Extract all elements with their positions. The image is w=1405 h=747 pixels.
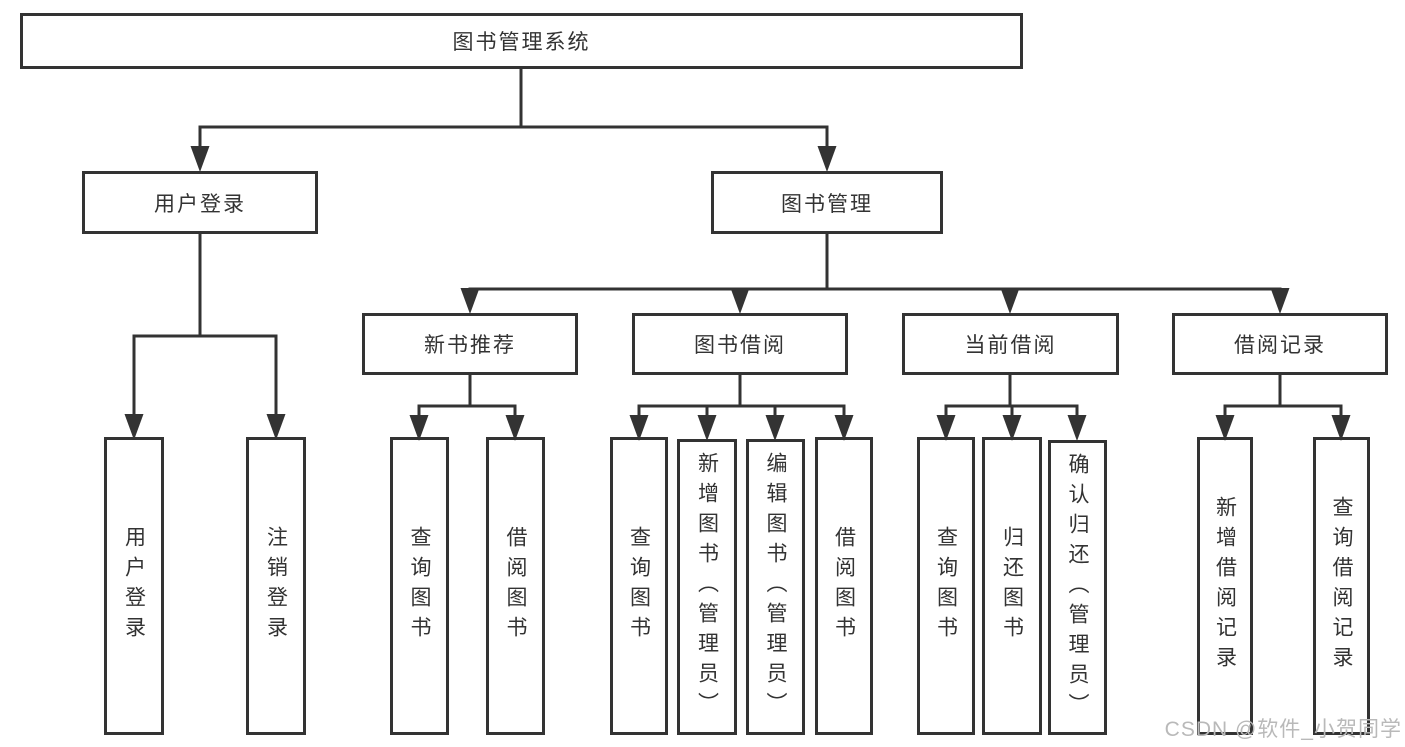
leaf-label: 归还图书 bbox=[1000, 526, 1024, 646]
leaf-query-books-3: 查询图书 bbox=[917, 437, 975, 735]
leaf-query-books-2: 查询图书 bbox=[610, 437, 668, 735]
leaf-logout: 注销登录 bbox=[246, 437, 306, 735]
leaf-add-books-admin: 新增图书（管理员） bbox=[677, 439, 737, 735]
node-label: 用户登录 bbox=[154, 192, 246, 216]
node-book-borrowing: 图书借阅 bbox=[632, 313, 848, 375]
node-book-management: 图书管理 bbox=[711, 171, 943, 234]
leaf-borrow-books-1: 借阅图书 bbox=[486, 437, 545, 735]
node-borrowing-records: 借阅记录 bbox=[1172, 313, 1388, 375]
leaf-label: 借阅图书 bbox=[504, 526, 528, 646]
leaf-label: 查询图书 bbox=[627, 526, 651, 646]
leaf-label: 新增图书（管理员） bbox=[695, 452, 719, 722]
leaf-query-books-1: 查询图书 bbox=[390, 437, 449, 735]
leaf-label: 注销登录 bbox=[264, 526, 288, 646]
leaf-label: 确认归还（管理员） bbox=[1066, 452, 1090, 723]
leaf-label: 查询图书 bbox=[934, 526, 958, 646]
leaf-label: 查询图书 bbox=[408, 526, 432, 646]
leaf-edit-books-admin: 编辑图书（管理员） bbox=[746, 439, 805, 735]
leaf-label: 用户登录 bbox=[122, 526, 146, 646]
leaf-user-login: 用户登录 bbox=[104, 437, 164, 735]
node-label: 图书管理 bbox=[781, 192, 873, 216]
leaf-label: 编辑图书（管理员） bbox=[764, 452, 788, 722]
node-new-book-recommendation: 新书推荐 bbox=[362, 313, 578, 375]
watermark-text: CSDN @软件_小贺同学 bbox=[1164, 718, 1402, 741]
leaf-query-borrow-record: 查询借阅记录 bbox=[1313, 437, 1370, 735]
leaf-borrow-books-2: 借阅图书 bbox=[815, 437, 873, 735]
node-current-borrowing: 当前借阅 bbox=[902, 313, 1119, 375]
node-library-management-system: 图书管理系统 bbox=[20, 13, 1023, 69]
leaf-label: 借阅图书 bbox=[832, 526, 856, 646]
leaf-label: 新增借阅记录 bbox=[1213, 496, 1237, 676]
leaf-confirm-return-admin: 确认归还（管理员） bbox=[1048, 440, 1107, 735]
leaf-label: 查询借阅记录 bbox=[1330, 496, 1354, 676]
node-label: 图书管理系统 bbox=[452, 31, 591, 54]
leaf-add-borrow-record: 新增借阅记录 bbox=[1197, 437, 1253, 735]
node-label: 图书借阅 bbox=[694, 334, 786, 357]
node-label: 当前借阅 bbox=[964, 334, 1057, 357]
leaf-return-books: 归还图书 bbox=[982, 437, 1042, 735]
node-label: 借阅记录 bbox=[1234, 334, 1326, 357]
node-label: 新书推荐 bbox=[424, 334, 516, 357]
node-user-login: 用户登录 bbox=[82, 171, 318, 234]
